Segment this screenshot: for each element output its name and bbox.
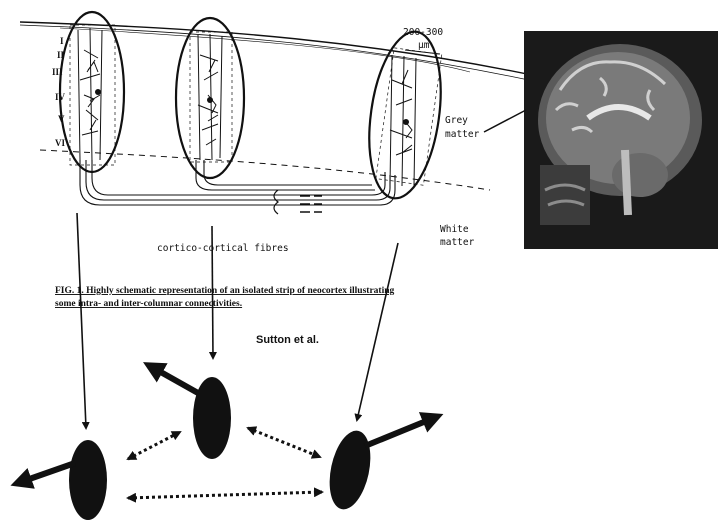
layer-label-5: V <box>58 114 65 124</box>
column-left <box>60 12 124 172</box>
scan-pointer-line <box>484 110 526 132</box>
layer-label-6: VI <box>55 138 65 148</box>
mri-scan-image <box>524 31 718 249</box>
layer-label-2: II <box>57 50 65 60</box>
layer-label-4: IV <box>55 92 66 102</box>
node-left <box>69 440 107 520</box>
node-middle <box>193 377 231 459</box>
column-width-unit: μm <box>418 40 430 51</box>
grey-matter-label-2: matter <box>445 129 480 140</box>
node-model <box>18 366 436 520</box>
node-right <box>323 427 377 513</box>
author-credit: Sutton et al. <box>256 334 319 346</box>
fibres-label: cortico-cortical fibres <box>157 243 289 254</box>
caption-line-1: FIG. 1. Highly schematic representation … <box>55 286 394 296</box>
link-left-right <box>128 492 322 498</box>
node-middle-output-arrow <box>150 366 198 393</box>
node-left-output-arrow <box>18 463 75 483</box>
link-middle-right <box>248 428 320 457</box>
link-left-middle <box>128 432 180 459</box>
cortico-cortical-fibres <box>80 160 395 214</box>
column-width-label: 200-300 <box>403 27 443 38</box>
layer-label-3: III <box>52 67 63 77</box>
white-matter-label-2: matter <box>440 237 475 248</box>
node-right-output-arrow <box>365 417 436 446</box>
grey-matter-label-1: Grey <box>445 115 468 126</box>
layer-label-1: I <box>60 36 64 46</box>
column-middle <box>176 18 244 178</box>
white-matter-label-1: White <box>440 224 469 235</box>
caption-line-2: some intra- and inter-columnar connectiv… <box>55 299 242 309</box>
